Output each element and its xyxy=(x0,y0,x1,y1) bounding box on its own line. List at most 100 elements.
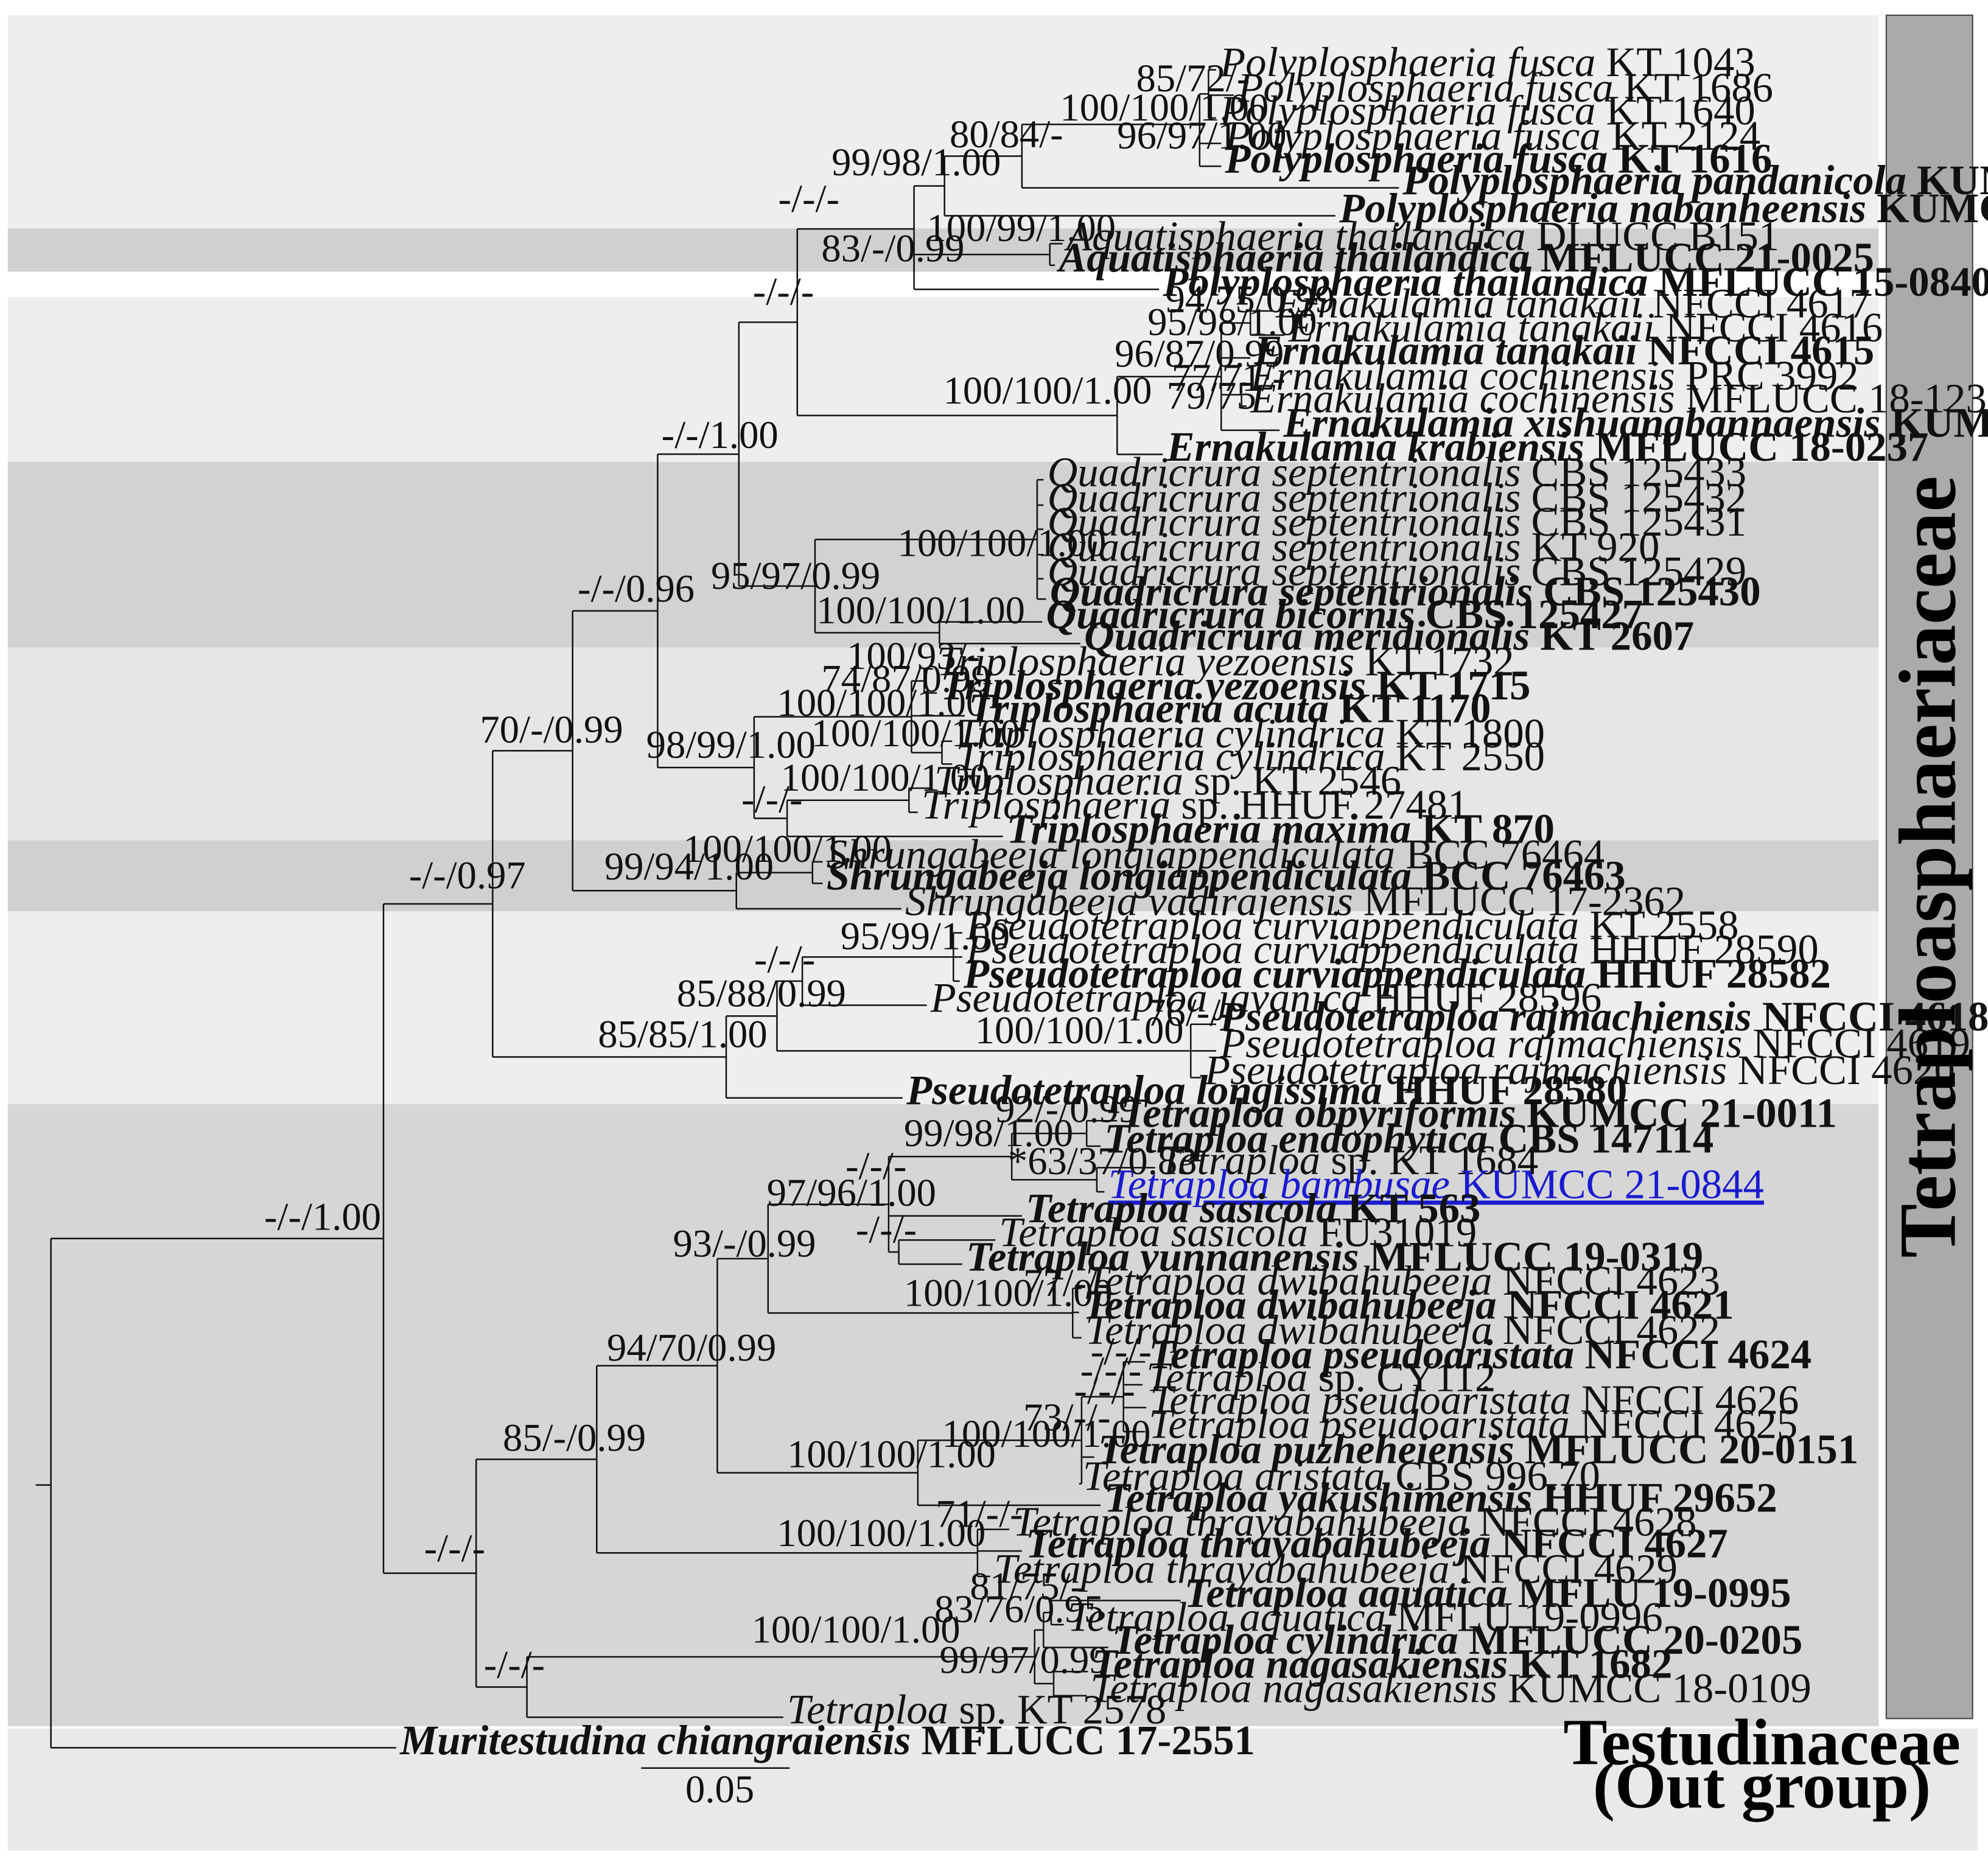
support-value: 96/87/0.99 xyxy=(1115,332,1284,376)
taxon-species-name: Triplosphaeria yezoensis xyxy=(937,638,1354,684)
support-value: 99/98/1.00 xyxy=(904,1111,1073,1155)
taxon-label: Triplosphaeria yezoensis KT 1732 xyxy=(937,638,1514,684)
taxon-strain: KT 2124 xyxy=(1601,113,1760,159)
support-value: 85/88/0.99 xyxy=(677,971,846,1015)
taxon-species-name: Muritestudina chiangraiensis xyxy=(399,1717,911,1763)
clade-band-shrungabeeja xyxy=(7,840,1879,912)
taxon-species-name: Tetraploa bambusae xyxy=(1108,1161,1450,1207)
taxon-strain: KT 2558 xyxy=(1579,902,1738,948)
taxon-label: Tetraploa pseudoaristata NFCCI 4625 xyxy=(1149,1401,1797,1447)
taxon-label: Tetraploa pseudoaristata NFCCI 4626 xyxy=(1150,1377,1799,1423)
taxon-label: Ernakulamia tanakaii NFCCI 4615 xyxy=(1253,327,1874,373)
taxon-label: Polyplosphaeria pandanicola KUMCC 17-018… xyxy=(1402,157,1988,203)
support-value: 100/100/1.00 xyxy=(777,1511,985,1555)
taxon-label: Tetraploa sp. CY112 xyxy=(1146,1354,1496,1400)
support-value: 79/75 xyxy=(1167,373,1256,417)
support-value: 94/75/0.99 xyxy=(1166,277,1335,321)
taxon-label: Ernakulamia cochinensis MFLUCC 18-1237 xyxy=(1250,376,1988,422)
support-value: 100/100/1.00 xyxy=(904,1271,1113,1315)
support-value: 100/100/1.00 xyxy=(752,1607,961,1651)
taxon-label: Polyplosphaeria nabanheensis KUMCC 16-01… xyxy=(1339,185,1988,231)
taxon-strain: MFLUCC 18-1237 xyxy=(1675,376,1988,422)
taxon-strain: MFLUCC 20-0205 xyxy=(1458,1617,1803,1663)
support-value: 85/-/0.99 xyxy=(503,1415,646,1459)
taxon-strain: KUMCC 17-0187 xyxy=(1880,399,1988,446)
taxon-strain: HHUF 28590 xyxy=(1579,926,1819,973)
support-value: 94/70/0.99 xyxy=(607,1325,776,1369)
taxon-strain: NFCCI 4627 xyxy=(1491,1520,1728,1567)
taxon-species-name: Polyplosphaeria thailandica xyxy=(1162,259,1648,305)
taxon-strain: KT 1170 xyxy=(1329,685,1491,731)
support-value: 100/100/1.00 xyxy=(943,368,1152,412)
taxon-strain: KT 1043 xyxy=(1595,39,1755,85)
clade-band-polyplosphaeria xyxy=(7,15,1879,229)
taxon-strain: KUMCC 21-0844 xyxy=(1450,1161,1764,1207)
taxon-label: Tetraploa obpyriformis KUMCC 21-0011 xyxy=(1121,1090,1838,1136)
taxon-species-name: Triplosphaeria xyxy=(922,782,1171,828)
taxon-labels: Polyplosphaeria fusca KT 1043Polyplospha… xyxy=(399,39,1988,1763)
taxon-label: Triplosphaeria yezoensis KT 1715 xyxy=(940,662,1530,709)
clade-band-quadricrura xyxy=(7,462,1879,648)
taxon-strain: PRC 3992 xyxy=(1675,352,1859,399)
taxon-label: Tetraploa bambusae KUMCC 21-0844 xyxy=(1108,1161,1764,1207)
taxon-label: Tetraploa pseudoaristata NFCCI 4624 xyxy=(1149,1331,1811,1377)
taxon-species-name: Tetraploa cylindrica xyxy=(1112,1617,1458,1663)
taxon-species-name: Pseudotetraploa javanica xyxy=(930,974,1362,1021)
taxon-species-name: Tetraploa thrayabahubeeja xyxy=(1013,1499,1468,1545)
taxon-strain: NFCCI 4617 xyxy=(1642,280,1871,326)
taxon-strain: NFCCI 4628 xyxy=(1469,1499,1697,1545)
support-value: -/-/0.97 xyxy=(409,853,526,897)
taxon-strain: NFCCI 4625 xyxy=(1570,1401,1798,1447)
support-value: 80/84/- xyxy=(950,112,1063,156)
support-value: 77/71/- xyxy=(1172,355,1286,399)
taxon-label: Shrungabeeja vadirajensis MFLUCC 17-2362 xyxy=(905,878,1685,924)
taxon-species-name: Quadricrura septentrionalis xyxy=(1048,524,1521,570)
taxon-strain: MFLUCC 17-2362 xyxy=(1353,878,1686,924)
taxon-species-name: Tetraploa aquatica xyxy=(1068,1594,1386,1640)
taxon-strain: NFCCI 4626 xyxy=(1571,1377,1799,1423)
taxon-strain: KT 870 xyxy=(1411,806,1555,852)
taxon-strain: MFLUCC 20-0151 xyxy=(1514,1426,1859,1472)
taxon-label: Tetraploa sasicola FU31019 xyxy=(999,1209,1477,1256)
taxon-species-name: Ernakulamia xishuangbannaensis xyxy=(1283,399,1880,446)
support-value: -/-/- xyxy=(484,1643,545,1687)
taxon-species-name: Triplosphaeria acuta xyxy=(968,685,1329,731)
taxon-species-name: Tetraploa nagasakiensis xyxy=(1092,1641,1508,1687)
support-value: -/-/- xyxy=(741,777,802,821)
taxon-label: Tetraploa sasicola KT 563 xyxy=(1026,1185,1480,1231)
support-value: 76/-/- xyxy=(1146,990,1234,1034)
taxon-species-name: Triplosphaeria cylindrica xyxy=(956,733,1385,780)
support-value: 71/-/- xyxy=(936,1492,1023,1536)
taxon-label: Pseudotetraploa javanica HHUF 28596 xyxy=(930,974,1602,1021)
taxon-species-name: Aquatisphaeria thailandica xyxy=(1056,234,1530,281)
taxon-label: Pseudotetraploa longissima HHUF 28580 xyxy=(906,1067,1627,1113)
taxon-species-name: Polyplosphaeria pandanicola xyxy=(1402,157,1906,203)
taxon-strain: KUMCC 16-0151 xyxy=(1866,185,1988,231)
support-value: 100/100/1.00 xyxy=(781,755,990,799)
taxon-species-name: Tetraploa dwibahubeeja xyxy=(1083,1282,1497,1328)
taxon-label: Aquatisphaeria thailandica DLUCC B151 xyxy=(1064,213,1779,259)
support-value: 95/99/1.00 xyxy=(841,914,1010,958)
taxon-strain: BCC 76464 xyxy=(1395,831,1605,877)
taxon-species-name: Tetraploa nagasakiensis xyxy=(1090,1665,1497,1711)
taxon-species-name: Triplosphaeria xyxy=(934,757,1183,803)
taxon-label: Triplosphaeria cylindrica KT 1800 xyxy=(956,710,1545,757)
taxon-label: Quadricrura septentrionalis CBS 125433 xyxy=(1048,449,1747,495)
clade-bands xyxy=(7,14,1978,1851)
taxon-strain: MFLUCC 21-0025 xyxy=(1530,234,1874,281)
support-value: 73/-/- xyxy=(1023,1395,1111,1439)
taxon-label: Ernakulamia tanakaii NFCCI 4617 xyxy=(1275,280,1871,326)
taxon-label: Aquatisphaeria thailandica MFLUCC 21-002… xyxy=(1056,234,1874,281)
support-value: 100/93/- xyxy=(847,634,980,677)
taxon-strain: KUMCC 21-0011 xyxy=(1516,1090,1837,1136)
taxon-species-name: Quadricrura meridionalis xyxy=(1084,613,1530,659)
support-value: -/-/0.96 xyxy=(578,566,695,610)
taxon-species-name: Ernakulamia krabiensis xyxy=(1166,424,1584,470)
taxon-species-name: Triplosphaeria maxima xyxy=(1007,806,1411,852)
taxon-label: Polyplosphaeria fusca KT 1616 xyxy=(1225,136,1773,182)
support-value: 85/85/1.00 xyxy=(598,1012,767,1055)
taxon-strain: sp. CY112 xyxy=(1307,1354,1496,1400)
taxon-strain: KT 1715 xyxy=(1366,662,1530,709)
taxon-strain: CBS 125433 xyxy=(1521,449,1746,495)
